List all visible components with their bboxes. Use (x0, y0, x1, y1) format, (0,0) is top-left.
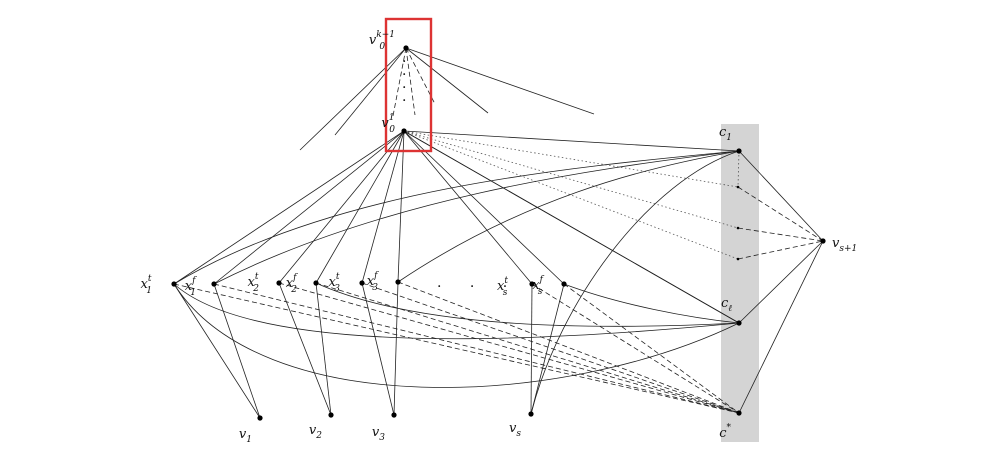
node-v3 (391, 412, 397, 418)
edge-27 (530, 283, 565, 415)
edge-34 (563, 283, 740, 324)
edge-14 (403, 130, 565, 285)
edge-layer (173, 47, 824, 419)
edge-37 (173, 283, 740, 414)
svg-text:·: · (402, 93, 406, 109)
label-vs: vs (509, 421, 521, 439)
edge-12 (397, 130, 405, 283)
edge-45 (738, 150, 824, 242)
edge-46 (738, 240, 824, 324)
node-m3 (736, 257, 740, 261)
edge-19 (403, 130, 739, 260)
node-m1 (736, 185, 740, 189)
edge-50 (737, 240, 824, 260)
edge-33 (315, 282, 740, 327)
node-v01 (401, 128, 407, 134)
svg-text:·: · (402, 54, 406, 70)
edge-0 (299, 47, 407, 151)
node-x2f (313, 280, 319, 286)
edge-4 (392, 47, 407, 117)
edge-44 (563, 283, 740, 414)
edge-39 (278, 282, 740, 414)
edge-43 (531, 283, 740, 414)
edge-41 (361, 282, 740, 414)
edge-38 (213, 283, 740, 414)
label-cl: cℓ (721, 296, 732, 314)
horizontal-ellipsis: . . . (437, 275, 519, 291)
node-v0k (403, 45, 409, 51)
edge-29 (213, 150, 740, 285)
node-layer (171, 45, 826, 421)
svg-text:·: · (402, 80, 406, 96)
edge-28 (173, 150, 740, 285)
node-xsf (561, 281, 567, 287)
node-v1 (257, 415, 263, 421)
edge-8 (213, 130, 405, 285)
edge-23 (315, 282, 332, 416)
edge-18 (403, 130, 739, 229)
edge-13 (403, 130, 533, 285)
edge-30 (397, 150, 740, 283)
label-v3: v3 (372, 425, 385, 443)
edge-22 (278, 282, 332, 416)
edge-7 (173, 130, 405, 285)
edge-40 (315, 282, 740, 414)
node-x3f (395, 279, 401, 285)
node-cstar (736, 410, 742, 416)
node-xst (529, 281, 535, 287)
edge-32 (173, 283, 740, 340)
node-x1f (211, 281, 217, 287)
edge-10 (315, 130, 405, 284)
edge-24 (361, 282, 395, 416)
edge-17 (403, 130, 739, 188)
edge-5 (405, 47, 416, 116)
node-vs (528, 411, 534, 417)
clause-column-band (721, 124, 759, 442)
label-vs1: vs+1 (832, 236, 857, 254)
svg-text:·: · (402, 67, 406, 83)
edge-11 (361, 130, 405, 284)
edge-36 (173, 283, 740, 388)
node-x1t (171, 281, 177, 287)
label-v1: v1 (239, 427, 252, 445)
node-c1 (736, 148, 742, 154)
edge-15 (403, 130, 740, 152)
label-c1: c1 (719, 125, 732, 143)
node-vs1 (820, 238, 826, 244)
edge-9 (278, 130, 405, 284)
label-v2: v2 (309, 423, 322, 441)
node-x3t (359, 280, 365, 286)
edge-47 (738, 240, 824, 414)
edge-49 (737, 227, 824, 242)
highlight-box (384, 17, 433, 153)
label-cstar: c* (719, 423, 731, 441)
edge-1 (334, 47, 407, 136)
node-v2 (328, 412, 334, 418)
edge-20 (173, 283, 261, 419)
edge-25 (393, 281, 399, 416)
edge-3 (405, 47, 595, 115)
vertical-ellipsis: · · · · (402, 54, 406, 109)
node-m2 (736, 226, 740, 230)
node-cl (736, 320, 742, 326)
edge-35 (403, 130, 740, 324)
edge-42 (397, 281, 740, 414)
node-x2t (276, 280, 282, 286)
edge-48 (737, 186, 824, 242)
edge-2 (405, 47, 489, 114)
edge-21 (213, 283, 261, 419)
